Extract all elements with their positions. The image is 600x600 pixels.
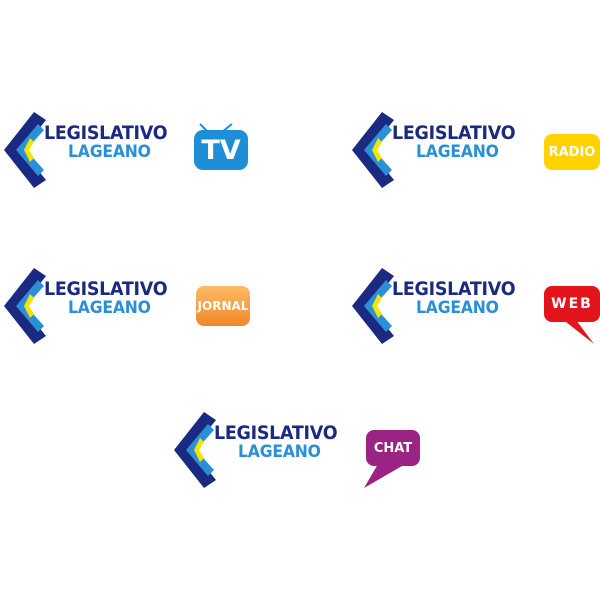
- logo-legislativo-web: LEGISLATIVO LAGEANO WEB: [348, 266, 600, 346]
- chevron-mark-icon: [352, 112, 394, 188]
- logo-legislativo-chat: LEGISLATIVO LAGEANO CHAT: [170, 410, 420, 490]
- badge-jornal: JORNAL: [196, 286, 250, 326]
- badge-web: WEB: [544, 286, 600, 322]
- badge-tv: TV: [194, 130, 248, 170]
- chevron-mark-icon: [4, 268, 46, 344]
- brand-line1: LEGISLATIVO: [44, 278, 168, 300]
- chevron-mark-icon: [4, 112, 46, 188]
- brand-line2: LAGEANO: [238, 442, 321, 462]
- brand-line2: LAGEANO: [68, 142, 151, 162]
- logo-legislativo-radio: LEGISLATIVO LAGEANO RADIO: [348, 110, 600, 190]
- brand-line1: LEGISLATIVO: [392, 278, 516, 300]
- chevron-mark-icon: [174, 412, 216, 488]
- badge-chat: CHAT: [366, 430, 420, 466]
- logo-legislativo-tv: LEGISLATIVO LAGEANO TV: [0, 110, 250, 190]
- chevron-mark-icon: [352, 268, 394, 344]
- brand-line2: LAGEANO: [68, 298, 151, 318]
- brand-line2: LAGEANO: [416, 142, 499, 162]
- brand-line2: LAGEANO: [416, 298, 499, 318]
- brand-line1: LEGISLATIVO: [214, 422, 338, 444]
- brand-line1: LEGISLATIVO: [392, 122, 516, 144]
- brand-line1: LEGISLATIVO: [44, 122, 168, 144]
- logo-legislativo-jornal: LEGISLATIVO LAGEANO JORNAL: [0, 266, 250, 346]
- badge-radio: RADIO: [544, 134, 600, 170]
